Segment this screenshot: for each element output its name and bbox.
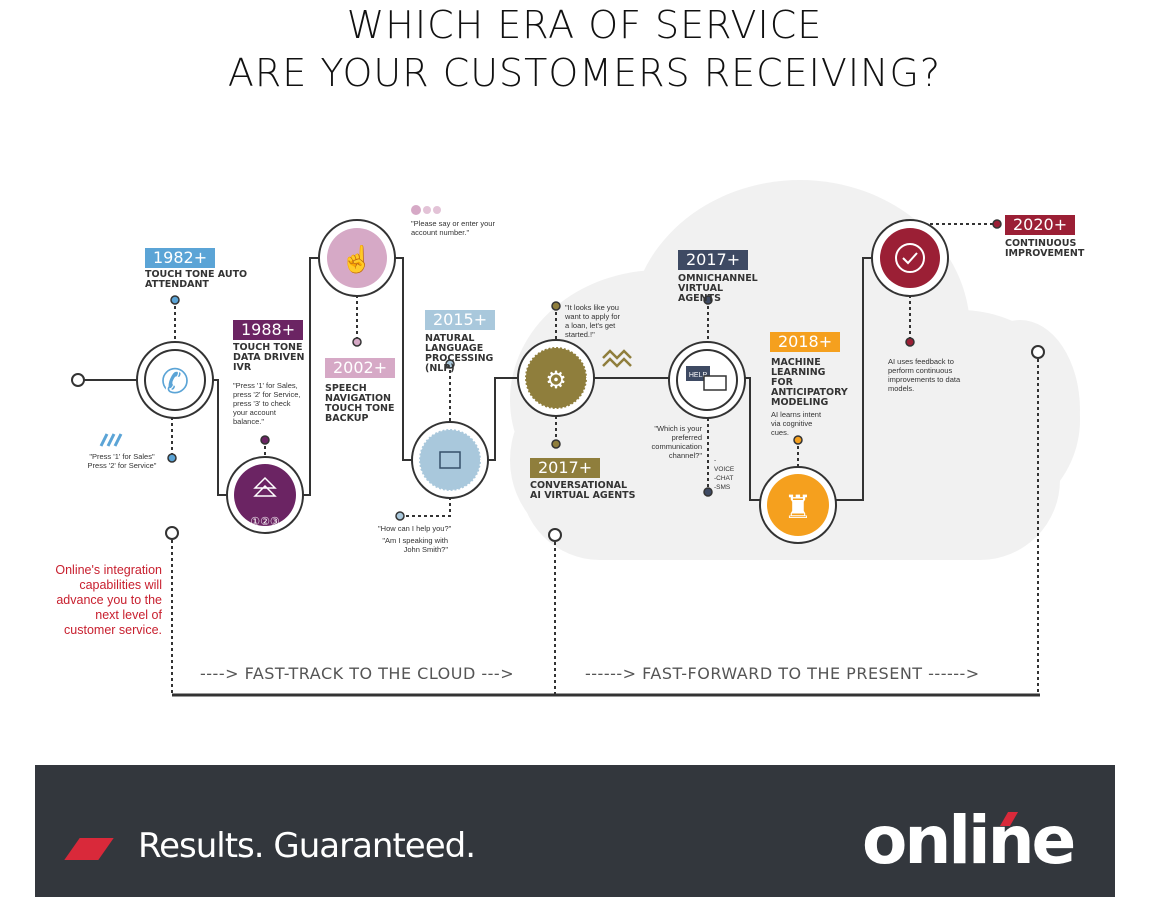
era-note-2017-omni: "Which is your preferred communication c…: [651, 424, 702, 460]
era-label-2002: SPEECH NAVIGATION TOUCH TONE BACKUP: [325, 383, 395, 424]
year-badge-2020: 2020+: [1005, 215, 1076, 235]
dotted-connectors: [171, 223, 1039, 695]
era-circle-1988: ①②③: [226, 456, 304, 534]
era-label-1988: TOUCH TONE DATA DRIVEN IVR: [233, 342, 305, 373]
era-note-1988: "Press '1' for Sales, press '2' for Serv…: [233, 381, 301, 426]
integration-note: Online's integration capabilities will a…: [55, 563, 162, 637]
year-badge-2002: 2002+: [325, 358, 396, 378]
era-note-2002: "Please say or enter your account number…: [411, 219, 495, 237]
refresh-check-icon: [902, 252, 918, 265]
year-badge-2017-conv: 2017+: [530, 458, 601, 478]
era-note-2015: "How can I help you?": [378, 524, 452, 533]
era-note-1982: "Press '1' for Sales" Press '2' for Serv…: [87, 452, 157, 470]
footer-slogan: Results. Guaranteed.: [138, 826, 476, 866]
era-circle-2018: ♜: [759, 466, 837, 544]
era-circle-2015: [411, 421, 489, 499]
signal-lines-icon: [99, 433, 123, 447]
dots: [167, 205, 1002, 521]
online-logo: online: [862, 802, 1076, 879]
era-circle-2017-conv: ⚙: [517, 339, 595, 417]
timeline-diagram: ✆ ①②③ ☝ ⚙ HELP ♜: [71, 180, 1080, 697]
era-channels: -VOICE -CHAT -SMS: [714, 457, 735, 491]
era-note-2015-b: "Am I speaking with John Smith?": [382, 536, 448, 554]
year-badge-2018: 2018+: [770, 332, 841, 352]
year-badge-2015: 2015+: [425, 310, 496, 330]
footer-band: [35, 765, 1115, 897]
era-circle-2020: [871, 219, 949, 297]
era-circle-1982: ✆: [136, 341, 214, 419]
year-badge-1988: 1988+: [233, 320, 304, 340]
phone-icon: ✆: [161, 363, 190, 401]
title-line-1: WHICH ERA OF SERVICE: [346, 3, 823, 47]
menu-tree-icon: [253, 476, 277, 497]
era-label-2017-conv: CONVERSATIONAL AI VIRTUAL AGENTS: [530, 480, 636, 501]
chip-icon: [439, 451, 461, 469]
era-note-2017-conv: "It looks like you want to apply for a l…: [565, 303, 621, 339]
era-circles: ✆ ①②③ ☝ ⚙ HELP ♜: [136, 219, 949, 544]
era-note-2020: AI uses feedback to perform continuous i…: [888, 357, 961, 393]
era-label-2017-omni: OMNICHANNEL VIRTUAL AGENTS: [678, 273, 758, 304]
year-badge-2017-omni: 2017+: [678, 250, 749, 270]
era-circle-2002: ☝: [318, 219, 396, 297]
svg-text:①②③: ①②③: [250, 516, 280, 528]
arrow-text-cloud: ----> FAST-TRACK TO THE CLOUD --->: [200, 664, 515, 683]
era-label-2015: NATURAL LANGUAGE PROCESSING (NLP): [425, 333, 494, 374]
year-badge-1982: 1982+: [145, 248, 216, 268]
virtual-agent-icon: ⚙: [545, 367, 567, 394]
era-label-2018: MACHINE LEARNING FOR ANTICIPATORY MODELI…: [771, 357, 848, 408]
arrow-text-present: ------> FAST-FORWARD TO THE PRESENT ----…: [585, 664, 980, 683]
wave-icon: [602, 349, 632, 368]
hollow-nodes: [71, 345, 1045, 542]
era-note-2018: AI learns intent via cognitive cues.: [771, 410, 822, 437]
era-label-2020: CONTINUOUS IMPROVEMENT: [1005, 238, 1085, 259]
title-line-2: ARE YOUR CUSTOMERS RECEIVING?: [227, 51, 942, 95]
chess-rook-icon: ♜: [784, 489, 813, 525]
chat-help-icon: HELP: [689, 372, 708, 379]
era-label-1982: TOUCH TONE AUTO ATTENDANT: [145, 269, 248, 290]
keypad-icon: ☝: [341, 243, 373, 275]
era-circle-2017-omni: HELP: [668, 341, 746, 419]
